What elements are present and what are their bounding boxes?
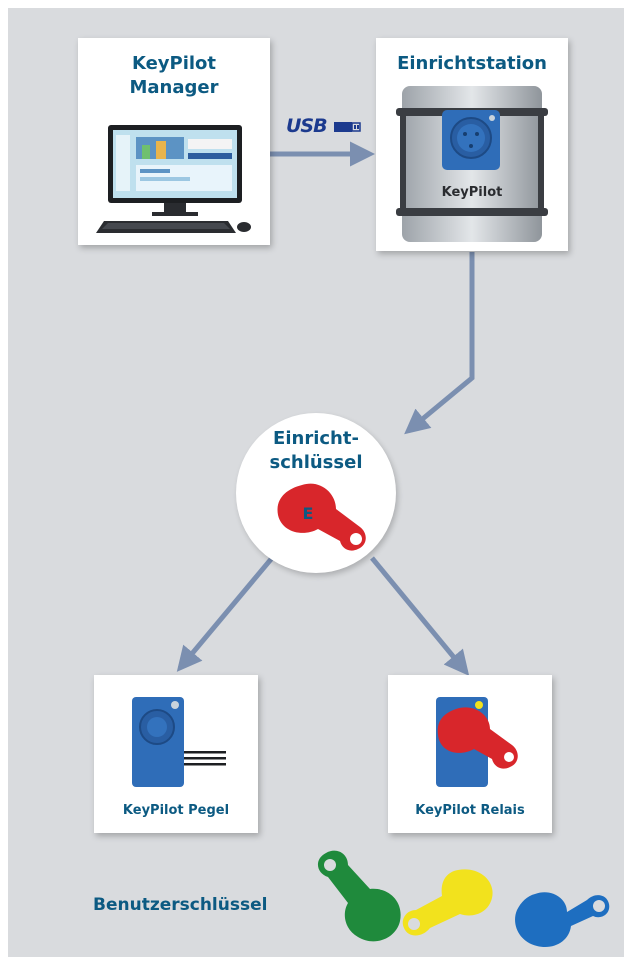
manager-title: KeyPilot Manager [78,52,270,100]
desktop-computer-icon [96,125,251,233]
setup-key-title-line1: Einricht- [273,428,359,449]
setup-key-title-line2: schlüssel [269,452,363,473]
manager-title-line1: KeyPilot [131,53,217,74]
manager-title-line2: Manager [129,77,219,98]
usb-connection: USB [286,115,362,137]
arrow-setup-key-to-relais [370,556,470,676]
red-setup-key-icon: E [277,483,366,551]
setup-key-letter: E [303,504,314,523]
pegel-card: KeyPilot Pegel [94,675,258,833]
user-keys-label: Benutzerschlüssel [93,895,268,915]
relais-device-icon [436,697,518,787]
setup-key-node: Einricht- schlüssel E [236,413,396,573]
yellow-user-key-icon [402,869,493,936]
pegel-caption: KeyPilot Pegel [122,803,230,818]
setup-key-title: Einricht- schlüssel [236,427,396,475]
manager-card: KeyPilot Manager [78,38,270,245]
green-user-key-icon [317,850,401,942]
usb-plug-icon [334,121,361,132]
pegel-device-icon [132,697,226,787]
relais-caption: KeyPilot Relais [415,803,525,818]
usb-label: USB [286,115,328,137]
station-title: Einrichtstation [397,53,547,74]
station-device-label: KeyPilot [442,185,503,200]
station-card: Einrichtstation KeyPilot [376,38,568,251]
relais-card: KeyPilot Relais [388,675,552,833]
connector-arrows [176,141,475,676]
blue-user-key-icon [515,892,610,948]
arrow-setup-key-to-pegel [176,556,274,672]
arrow-station-to-setup-key [404,252,475,435]
diagram-canvas: USB KeyPilot Manager [8,8,624,957]
setup-station-device: KeyPilot [396,86,548,242]
